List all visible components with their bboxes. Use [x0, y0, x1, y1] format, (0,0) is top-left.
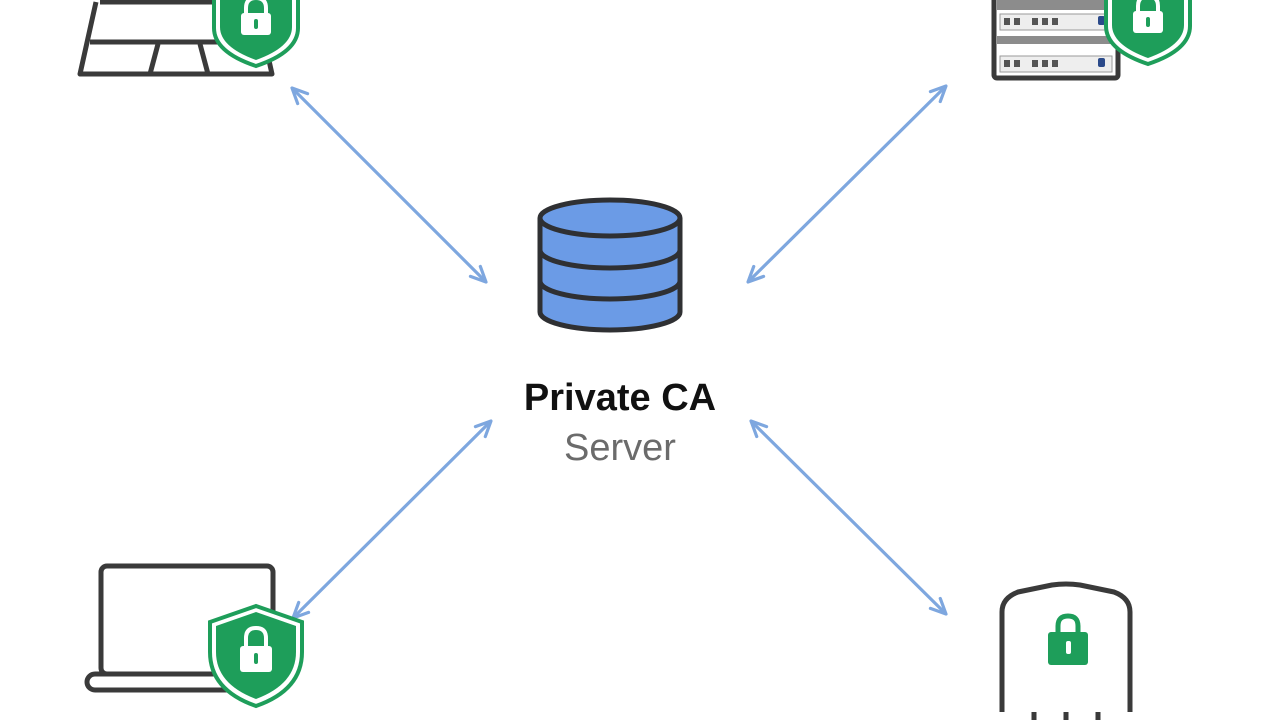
arrow-center-bottom-left [291, 419, 493, 620]
database-icon [537, 197, 683, 333]
arrow-center-bottom-right [749, 419, 948, 616]
arrow-center-top-right [746, 84, 948, 284]
shield-lock-badge-bottom-left [208, 603, 304, 709]
iot-device-icon [999, 581, 1133, 720]
lock-icon [1133, 0, 1163, 33]
shield-lock-badge-top-right [1104, 0, 1192, 67]
lock-icon [240, 625, 272, 672]
server-rack-icon [991, 0, 1121, 81]
lock-icon [1048, 613, 1088, 665]
center-title: Private CA [523, 377, 717, 419]
arrow-center-top-left [290, 86, 488, 284]
center-label: Private CA Server [440, 372, 800, 472]
shield-lock-badge-top-left [212, 0, 300, 69]
center-subtitle: Server [564, 427, 676, 469]
lock-icon [241, 0, 271, 35]
